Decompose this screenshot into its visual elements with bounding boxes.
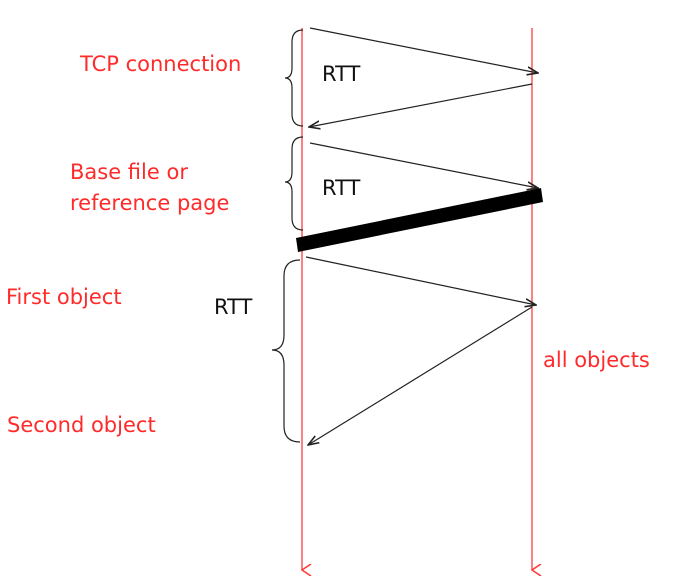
tcp-synack-arrow: [309, 83, 533, 127]
objects-rtt-label: RTT: [214, 295, 253, 319]
all-objects-label: all objects: [543, 348, 650, 372]
objects-response-arrow: [308, 306, 533, 445]
tcp-syn-arrow: [309, 27, 538, 73]
base-file-label-line1: Base file or: [70, 160, 188, 184]
base-file-transfer-bar: [296, 188, 543, 252]
tcp-connection-label: TCP connection: [80, 52, 242, 76]
base-rtt-brace: [284, 136, 304, 231]
objects-request-arrow: [305, 256, 536, 305]
first-object-label: First object: [6, 285, 122, 309]
base-request-arrow: [309, 142, 538, 188]
tcp-rtt-brace: [284, 29, 304, 127]
tcp-rtt-label: RTT: [322, 62, 361, 86]
base-rtt-label: RTT: [322, 176, 361, 200]
objects-rtt-brace: [271, 259, 301, 443]
second-object-label: Second object: [7, 413, 156, 437]
base-file-label-line2: reference page: [70, 191, 230, 215]
